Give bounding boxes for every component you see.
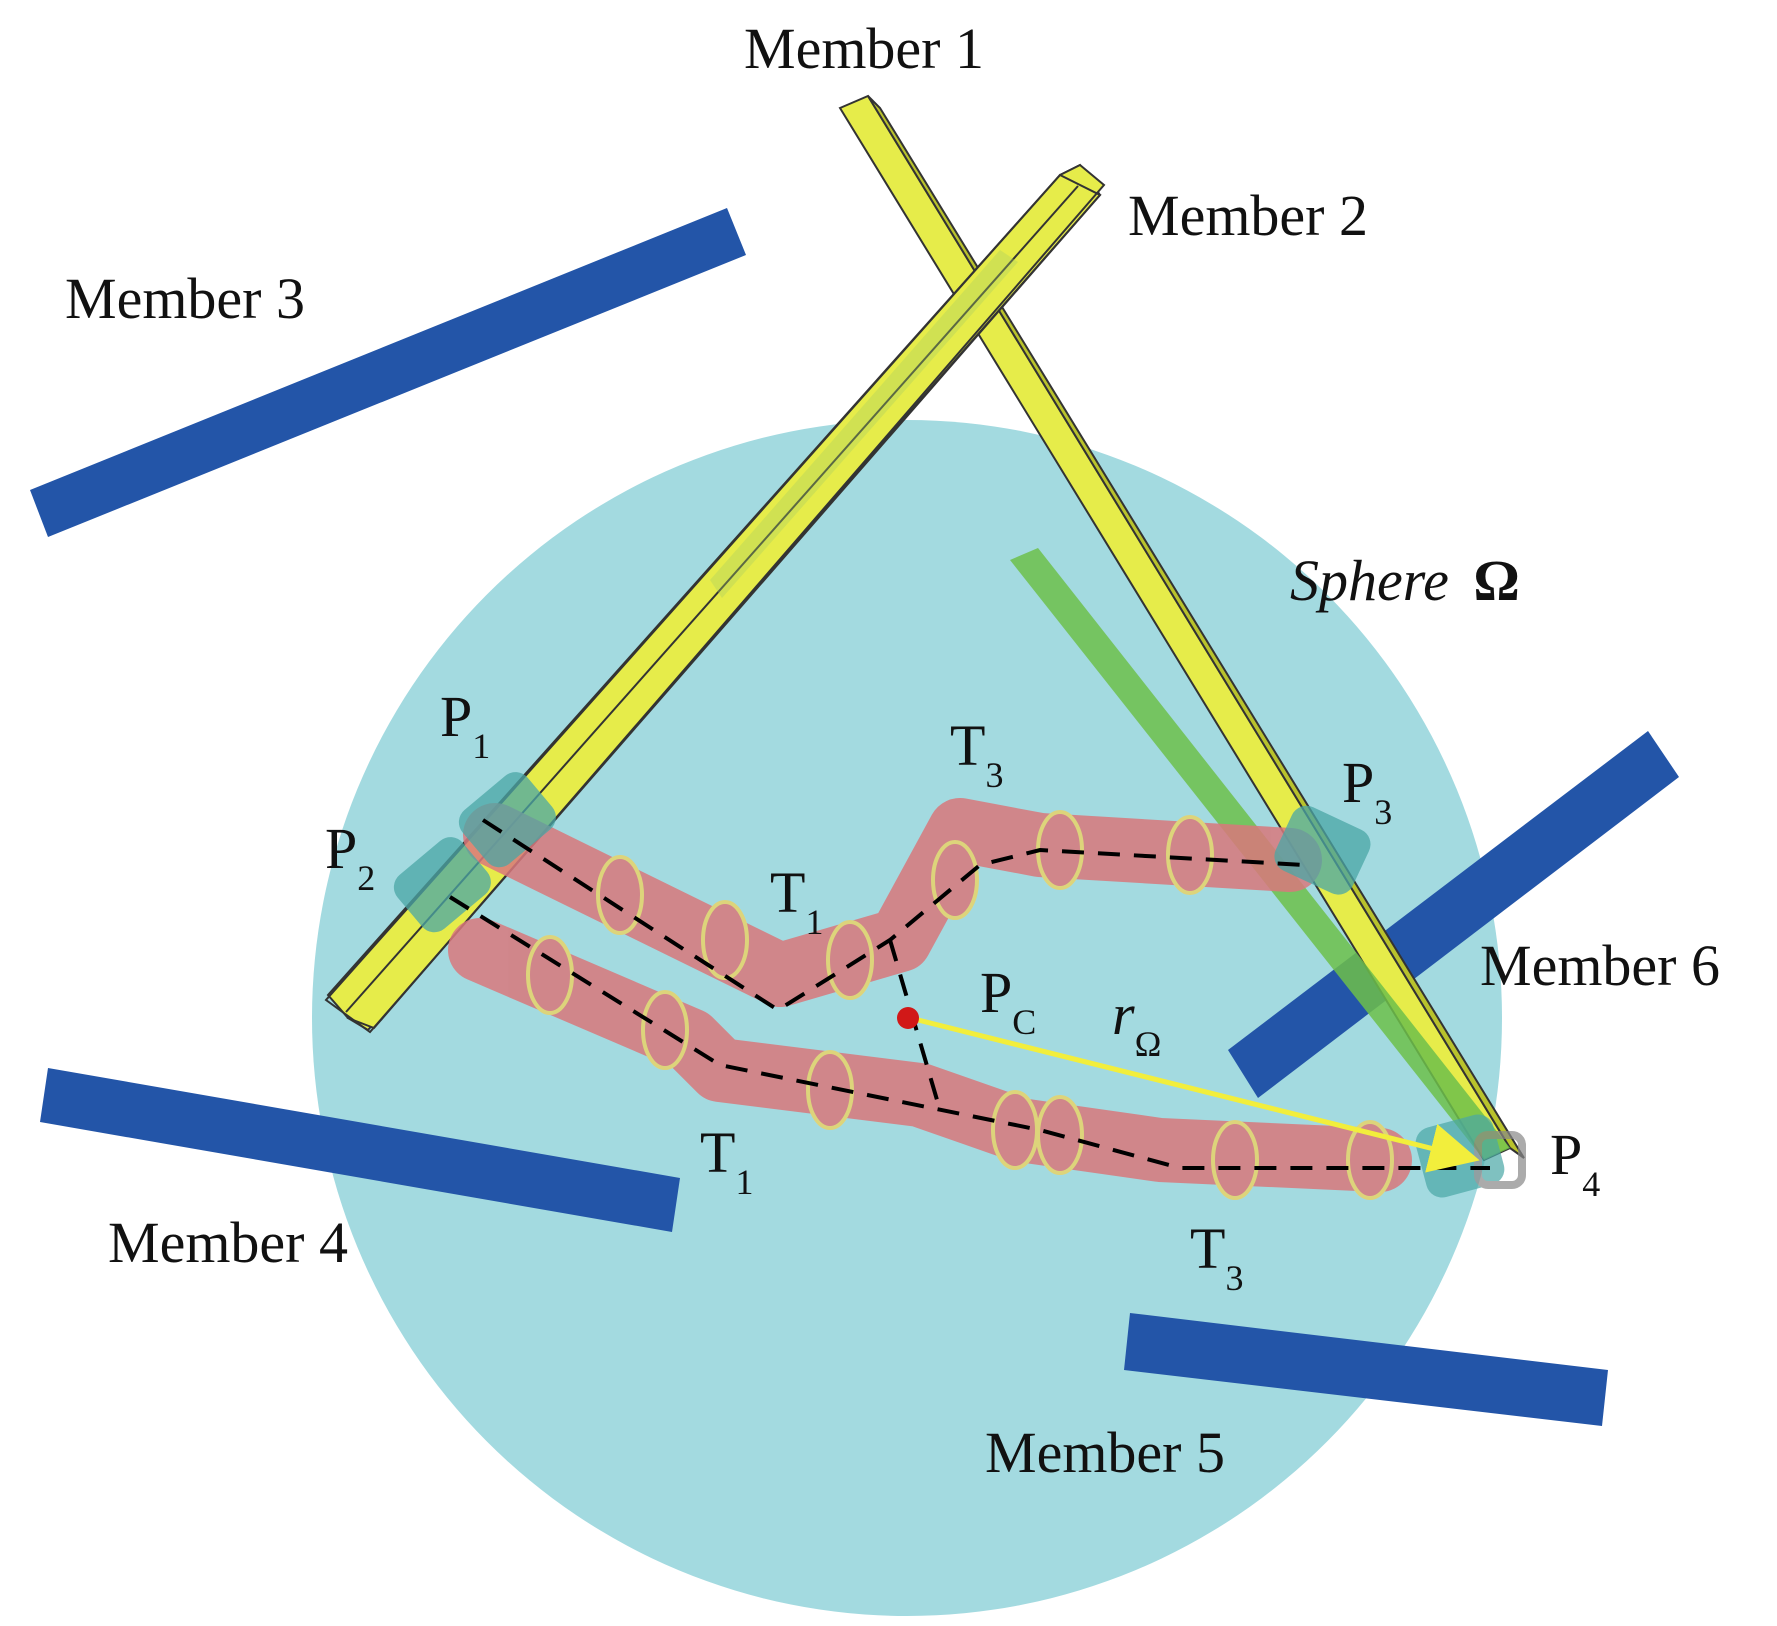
t1-upper-label: T1 [770,860,823,942]
center-point [897,1007,919,1029]
radius-arrow [909,1015,1480,1173]
gripper-p3 [1274,805,1371,895]
pc-label: PC [980,960,1036,1042]
member-6-label: Member 6 [1480,933,1720,998]
t1-lower-label: T1 [700,1120,753,1202]
p1-label: P1 [440,684,490,766]
p4-label: P4 [1550,1122,1600,1204]
t3-upper-label: T3 [950,713,1003,795]
member-5-label: Member 5 [985,1420,1225,1485]
member-6-bar [1228,731,1679,1098]
member-1-label: Member 1 [744,16,984,81]
member-5-bar [1124,1313,1608,1426]
gripper-p1 [458,772,556,868]
member-4-bar [40,1068,680,1232]
t3-lower-label: T3 [1190,1216,1243,1298]
member-3-bar [30,208,746,537]
member-3-label: Member 3 [65,266,305,331]
member-4-label: Member 4 [108,1210,348,1275]
sphere-omega-label: Sphere Ω [1290,548,1520,613]
p3-label: P3 [1342,750,1392,832]
r-omega-label: rΩ [1112,982,1161,1064]
member-2-label: Member 2 [1128,183,1368,248]
p2-label: P2 [325,816,375,898]
